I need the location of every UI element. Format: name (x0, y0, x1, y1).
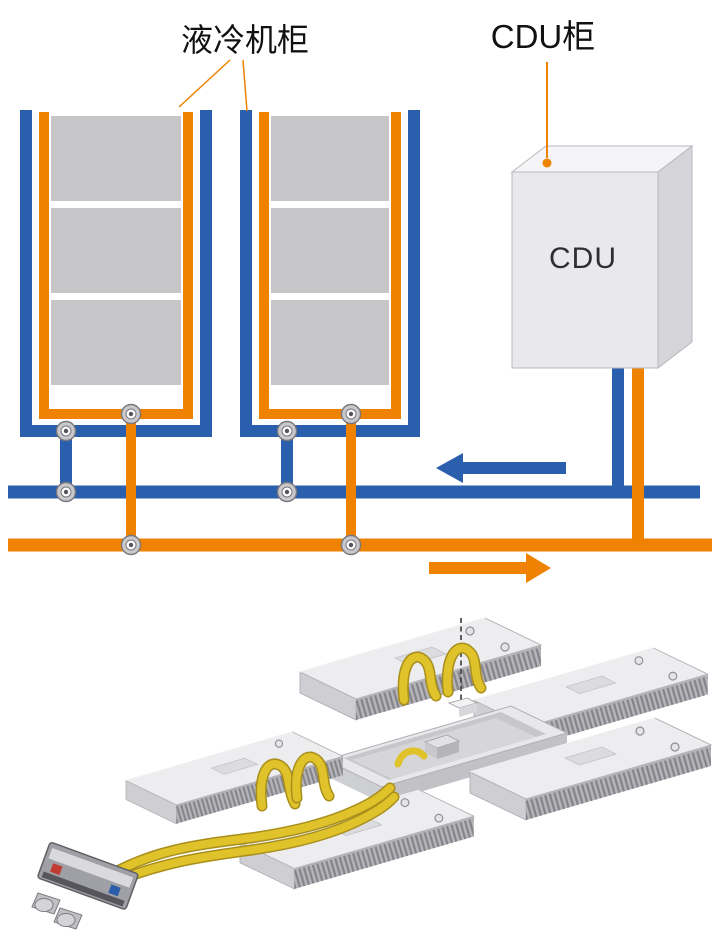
cabinet-1-blue-loop (20, 110, 212, 437)
schematic: CDU 液冷机柜 CDU柜 (8, 18, 712, 583)
coolant-tube-loop (292, 753, 333, 802)
cdu-box: CDU (510, 144, 694, 370)
cdu-box-front-face (511, 171, 659, 369)
cabinet-label: 液冷机柜 (181, 22, 309, 58)
cabinet-1-orange-loop (39, 112, 193, 419)
connector-barb-tip (56, 913, 76, 927)
valve-icon (276, 481, 298, 503)
tray-receptacle (423, 734, 461, 759)
server-block (51, 208, 181, 293)
coolant-tube (102, 793, 398, 890)
valve-icon (340, 403, 362, 425)
valve-icon (55, 481, 77, 503)
valve-icon (120, 534, 142, 556)
server-block (51, 116, 181, 201)
valve-icon (120, 403, 142, 425)
server-block (271, 116, 389, 201)
leader-line (178, 59, 231, 108)
coolant-tube-loop (399, 653, 440, 704)
server-block (271, 300, 389, 385)
module-illustration (31, 618, 712, 930)
server-blocks (51, 116, 389, 385)
coolant-tube-elbow (394, 747, 428, 768)
server-block (271, 208, 389, 293)
cdu-box-side-face (657, 144, 693, 370)
insert-connector (447, 697, 479, 717)
coolant-tube (108, 784, 394, 878)
cabinet-2-orange-loop (259, 112, 401, 419)
server-module (126, 732, 348, 824)
leader-lines (178, 59, 552, 168)
leader-line (242, 59, 248, 112)
cdu-cabinet-label: CDU柜 (491, 18, 596, 55)
quick-connector (31, 842, 139, 930)
coolant-tube-loop (443, 644, 485, 696)
valve-icon (55, 420, 77, 442)
server-block (51, 300, 181, 385)
leader-dot (542, 158, 552, 168)
tray-front-wall (382, 733, 567, 803)
hot-port-mark (50, 863, 63, 876)
flow-arrow-right-icon (429, 553, 551, 583)
coolant-tube-loop (257, 760, 299, 810)
valve-icon (340, 534, 362, 556)
connector-body (37, 842, 139, 910)
coolant-tubes (100, 642, 487, 892)
cold-port-mark (108, 884, 121, 897)
cdu-box-label: CDU (549, 242, 617, 275)
cabinet-2-blue-loop (240, 110, 420, 437)
connector-barb-tip (34, 898, 54, 912)
flow-arrow-left-icon (436, 453, 566, 483)
valve-icon (276, 420, 298, 442)
